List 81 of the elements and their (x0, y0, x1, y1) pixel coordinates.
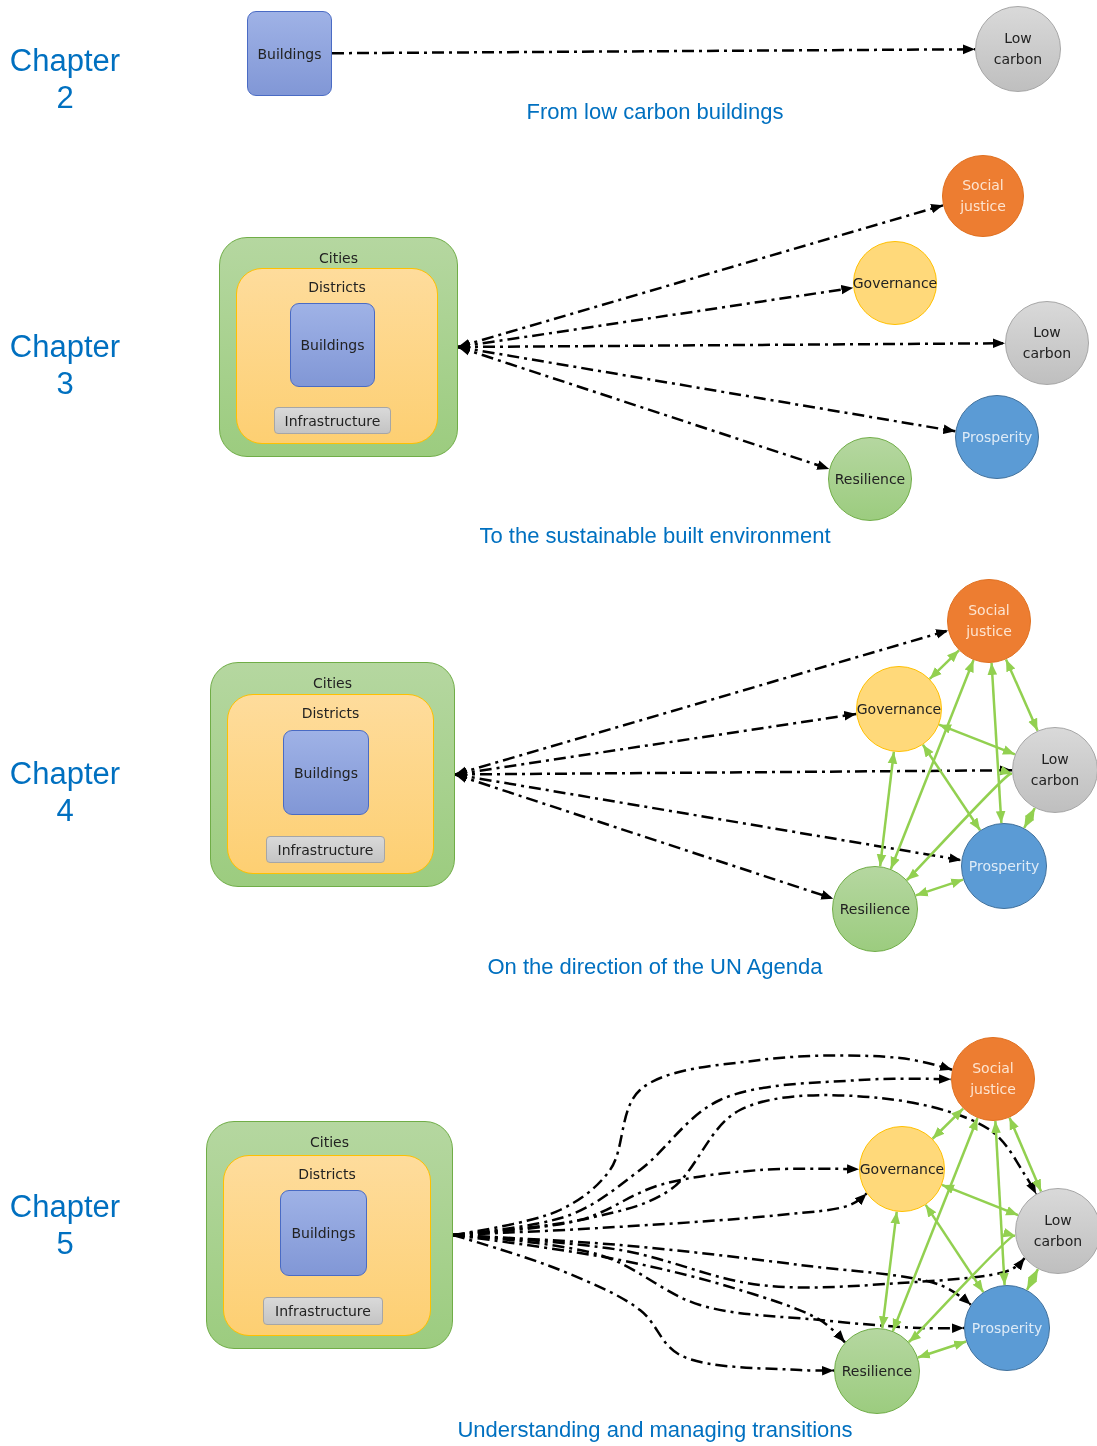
node-label: Resilience (839, 899, 911, 919)
section-caption: To the sustainable built environment (478, 522, 832, 550)
section-caption: From low carbon buildings (525, 98, 785, 126)
node-label: Prosperity (968, 856, 1040, 876)
arrow (876, 751, 898, 867)
rounded-box (206, 1121, 453, 1349)
arrow (931, 1107, 964, 1140)
arrow (1023, 807, 1036, 829)
arrow (452, 1233, 835, 1376)
node-label: Governance (852, 273, 938, 293)
arrow (991, 1120, 1009, 1286)
circle-node (1012, 727, 1097, 813)
section-caption: On the direction of the UN Agenda (486, 953, 824, 981)
chapter-heading: Chapter 2 (8, 42, 122, 117)
arrow (454, 771, 962, 863)
node-label: Districts (298, 1166, 356, 1182)
circle-node (1015, 1188, 1097, 1274)
node-label: Infrastructure (275, 1303, 371, 1319)
node-label: Social justice (959, 176, 1007, 216)
node-label: Districts (301, 705, 360, 721)
arrow (332, 44, 975, 55)
node-label: Low carbon (1029, 750, 1081, 790)
node-label: Prosperity (971, 1318, 1043, 1338)
arrow (1008, 1117, 1043, 1192)
arrow (938, 723, 1016, 756)
node-label: Cities (313, 675, 352, 691)
rounded-box (266, 836, 385, 863)
rounded-box (247, 11, 332, 96)
arrow (889, 659, 975, 870)
rounded-box (280, 1190, 367, 1276)
rounded-box (274, 407, 391, 434)
chapter-heading: Chapter 4 (8, 755, 122, 830)
node-label: Low carbon (1032, 1211, 1084, 1251)
node-label: Resilience (834, 469, 906, 489)
node-label: Districts (308, 279, 366, 295)
rounded-box (223, 1155, 431, 1336)
arrow (454, 773, 834, 900)
node-label: Social justice (965, 601, 1013, 641)
arrow (891, 1117, 979, 1332)
rounded-box (283, 730, 369, 815)
arrow (905, 765, 1013, 881)
arrow (917, 1340, 967, 1359)
node-label: Social justice (969, 1059, 1017, 1099)
node-label: Resilience (841, 1361, 913, 1381)
node-label: Low carbon (992, 29, 1044, 69)
rounded-box (227, 694, 434, 874)
node-label: Buildings (291, 1225, 356, 1241)
arrow (915, 878, 964, 897)
circle-node (859, 1126, 945, 1212)
node-label: Infrastructure (277, 841, 374, 858)
arrow (879, 1211, 900, 1329)
arrow (454, 629, 949, 776)
arrow (1025, 1268, 1040, 1291)
rounded-box (263, 1297, 383, 1325)
arrow (457, 345, 830, 471)
rounded-box (290, 303, 375, 387)
arrow (907, 1228, 1016, 1343)
arrow (941, 1183, 1019, 1217)
node-label: Infrastructure (284, 412, 381, 429)
arrow (921, 744, 982, 831)
arrow (1004, 658, 1039, 732)
circle-node (856, 666, 942, 752)
arrow (924, 1204, 985, 1293)
section-caption: Understanding and managing transitions (456, 1416, 854, 1444)
node-label: Cities (310, 1134, 349, 1150)
node-label: Cities (319, 250, 358, 266)
node-label: Governance (856, 699, 942, 719)
node-label: Prosperity (961, 427, 1033, 447)
rounded-box (210, 662, 455, 887)
node-label: Buildings (300, 337, 365, 353)
chapter-heading: Chapter 3 (8, 328, 122, 403)
arrow (928, 649, 960, 680)
rounded-box (219, 237, 458, 457)
node-label: Low carbon (1021, 323, 1073, 363)
node-label: Buildings (293, 764, 359, 781)
circle-node (834, 1328, 920, 1414)
node-label: Buildings (257, 45, 322, 62)
node-label: Governance (859, 1159, 945, 1179)
rounded-box (236, 268, 438, 444)
chapter-heading: Chapter 5 (8, 1188, 122, 1263)
arrow (987, 662, 1006, 824)
